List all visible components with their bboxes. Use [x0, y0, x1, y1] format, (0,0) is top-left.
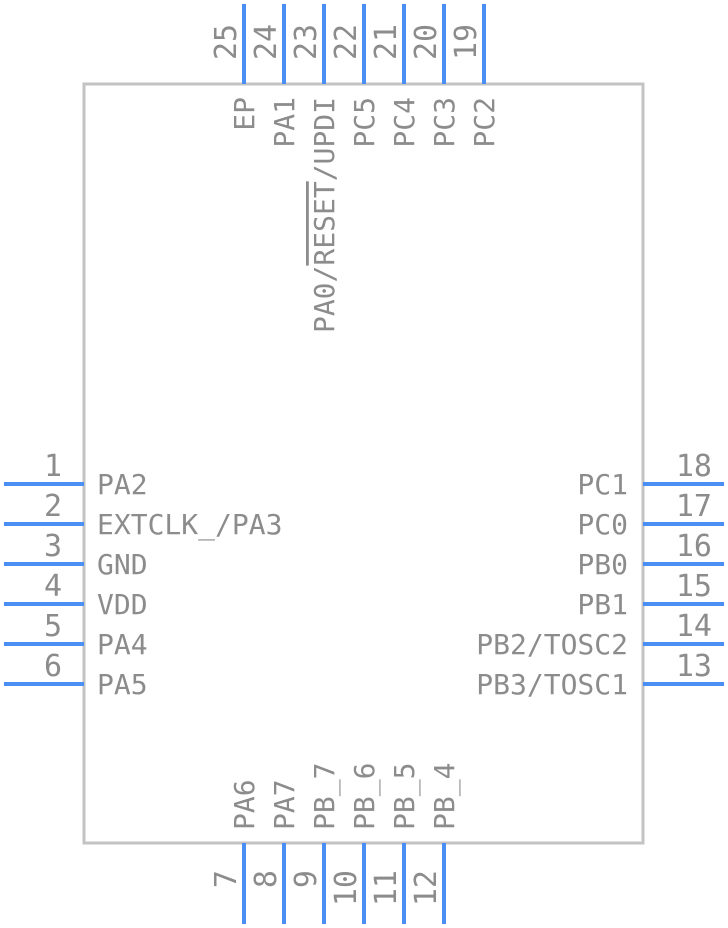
pin-12-label: PB_4	[428, 763, 462, 830]
pin-22-label: PC5	[348, 97, 381, 148]
pin-9-label: PB_7	[308, 763, 342, 830]
pin-9-number: 9	[289, 870, 324, 888]
pin-11-label: PB_5	[388, 763, 422, 830]
pin-7-label: PA6	[228, 779, 261, 830]
pin-8-number: 8	[249, 870, 284, 888]
pin-25-number: 25	[209, 24, 244, 60]
pin-19-number: 19	[449, 24, 484, 60]
bottom-pin-group: 7 PA6 8 PA7 9 PB_7 10 PB_6 11 PB_5 12 PB_4	[209, 763, 462, 924]
pin-23-label-post: /UPDI	[308, 97, 341, 181]
pin-1-label: PA2	[97, 468, 148, 501]
pin-23-number: 23	[289, 24, 324, 60]
pin-10-number: 10	[329, 870, 364, 906]
pin-5-number: 5	[44, 609, 62, 644]
ic-body-outline	[82, 82, 645, 845]
pin-5-label: PA4	[97, 628, 148, 661]
pin-10-label: PB_6	[348, 763, 382, 830]
pin-24-number: 24	[249, 24, 284, 60]
pin-18-number: 18	[676, 449, 712, 484]
pin-15-number: 15	[676, 569, 712, 604]
pin-2-label: EXTCLK_/PA3	[97, 508, 282, 542]
pin-14-number: 14	[676, 609, 712, 644]
pin-23-label: PA0/RESET/UPDI	[308, 97, 341, 333]
pin-19-label: PC2	[468, 97, 501, 148]
pin-13-label: PB3/TOSC1	[476, 668, 628, 701]
pin-12-number: 12	[409, 870, 444, 906]
pin-8-label: PA7	[268, 779, 301, 830]
pin-20-label: PC3	[428, 97, 461, 148]
pin-11-number: 11	[369, 870, 404, 906]
pin-23-label-pre: PA0/	[308, 266, 341, 333]
pin-6-number: 6	[44, 649, 62, 684]
pin-18-label: PC1	[577, 468, 628, 501]
pin-3-label: GND	[97, 548, 148, 581]
pin-15-label: PB1	[577, 588, 628, 621]
pin-14-label: PB2/TOSC2	[476, 628, 628, 661]
pin-25-label: EP	[228, 97, 261, 131]
pin-2-number: 2	[44, 489, 62, 524]
pin-22-number: 22	[329, 24, 364, 60]
pin-21-number: 21	[369, 24, 404, 60]
pin-16-label: PB0	[577, 548, 628, 581]
pin-17-number: 17	[676, 489, 712, 524]
pin-24-label: PA1	[268, 97, 301, 148]
pin-23-label-overline: RESET	[308, 181, 341, 265]
pin-21-label: PC4	[388, 97, 421, 148]
pin-3-number: 3	[44, 529, 62, 564]
pin-1-number: 1	[44, 449, 62, 484]
pin-4-label: VDD	[97, 588, 148, 621]
pin-16-number: 16	[676, 529, 712, 564]
pin-6-label: PA5	[97, 668, 148, 701]
pin-13-number: 13	[676, 649, 712, 684]
pin-17-label: PC0	[577, 508, 628, 541]
pin-4-number: 4	[44, 569, 62, 604]
pin-20-number: 20	[409, 24, 444, 60]
pin-7-number: 7	[209, 870, 244, 888]
